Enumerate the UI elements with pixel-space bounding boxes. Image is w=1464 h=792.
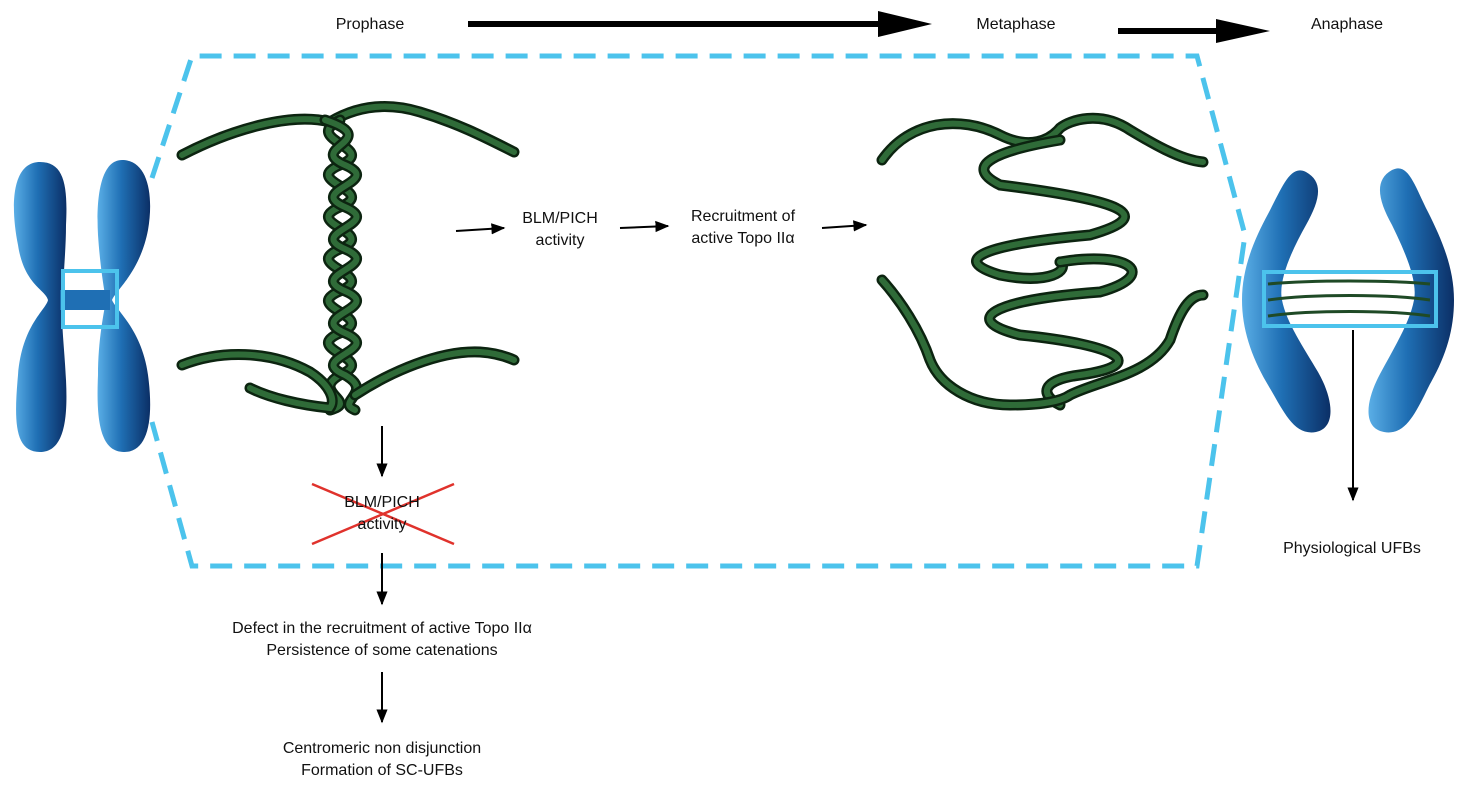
anaphase-ufb-threads: [1267, 279, 1431, 318]
topo-defect-line2: Persistence of some catenations: [266, 642, 498, 659]
physiological-ufbs-label: Physiological UFBs: [1283, 540, 1421, 557]
prophase-chromosome: [13, 160, 151, 452]
phase-arrow-metaphase-anaphase: [1118, 19, 1270, 43]
arrow-to-topo-recruitment: [619, 220, 670, 233]
prophase-catenated-dna: [176, 101, 520, 416]
prophase-centromere-highlight: [61, 269, 119, 329]
topo-defect-line1: Defect in the recruitment of active Topo…: [232, 620, 532, 637]
blm-pich-activity-label: BLM/PICH activity: [505, 208, 615, 252]
topo-recruitment-label: Recruitment of active Topo IIα: [668, 206, 818, 250]
outcome-line1: Centromeric non disjunction: [282, 740, 482, 757]
anaphase-centromere-highlight: [1262, 270, 1438, 328]
metaphase-resolved-dna: [876, 112, 1209, 411]
anaphase-chromosomes: [1242, 168, 1454, 433]
inhibition-cross: [311, 482, 455, 546]
outcome-line2: Formation of SC-UFBs: [301, 762, 463, 779]
blm-pich-line2: activity: [535, 232, 585, 249]
sc-ufb-outcome-label: Centromeric non disjunction Formation of…: [222, 738, 542, 782]
phase-label-prophase: Prophase: [335, 16, 405, 33]
phase-label-metaphase: Metaphase: [976, 16, 1056, 33]
arrow-to-metaphase-dna: [821, 220, 868, 232]
topo-defect-label: Defect in the recruitment of active Topo…: [170, 618, 594, 662]
phase-arrow-prophase-metaphase: [468, 11, 932, 37]
arrow-to-blm-activity: [455, 223, 506, 235]
blocked-blm-pich-label: BLM/PICH activity: [326, 492, 438, 536]
phase-label-anaphase: Anaphase: [1310, 16, 1384, 33]
blocked-line1: BLM/PICH: [344, 494, 420, 511]
blocked-line2: activity: [357, 516, 407, 533]
topo-recruitment-line2: active Topo IIα: [691, 230, 795, 247]
topo-recruitment-line1: Recruitment of: [690, 208, 796, 225]
zoom-outline-dashed: [149, 53, 1248, 569]
blm-pich-line1: BLM/PICH: [522, 210, 598, 227]
